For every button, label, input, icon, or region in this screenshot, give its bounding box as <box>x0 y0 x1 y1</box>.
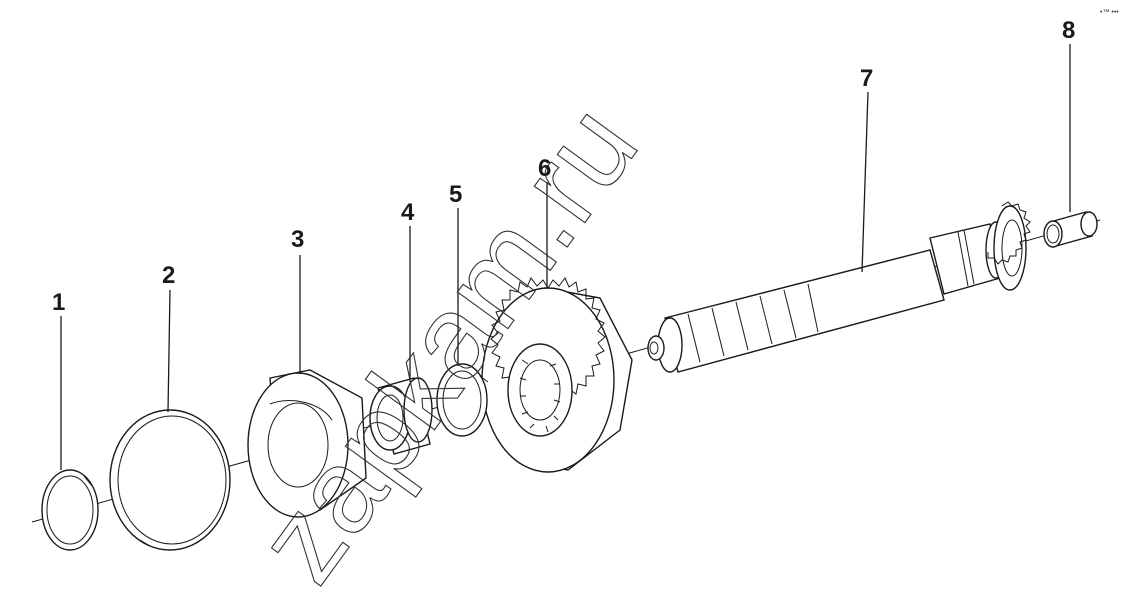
callout-8: 8 <box>1062 17 1075 44</box>
callout-5: 5 <box>449 181 462 208</box>
callout-7: 7 <box>860 65 873 92</box>
callout-2: 2 <box>162 262 175 289</box>
part-7-shaft <box>647 201 1031 373</box>
callout-3: 3 <box>291 226 304 253</box>
callout-1: 1 <box>52 289 65 316</box>
part-3-bearing-housing <box>247 369 367 518</box>
callout-6: 6 <box>538 155 551 182</box>
part-6-gear <box>481 277 633 473</box>
leader-line-2 <box>167 289 171 413</box>
part-8-bushing <box>1043 211 1098 248</box>
leader-line-7 <box>861 91 869 273</box>
corner-mark: •™ ••• <box>1100 9 1119 16</box>
part-5-snap-ring <box>436 363 489 437</box>
part-4-spacer-ring <box>369 377 433 455</box>
part-1-snap-ring <box>41 469 99 551</box>
part-7-rear-gear <box>987 201 1031 291</box>
part-2-large-ring <box>109 409 231 551</box>
callout-4: 4 <box>401 199 415 226</box>
